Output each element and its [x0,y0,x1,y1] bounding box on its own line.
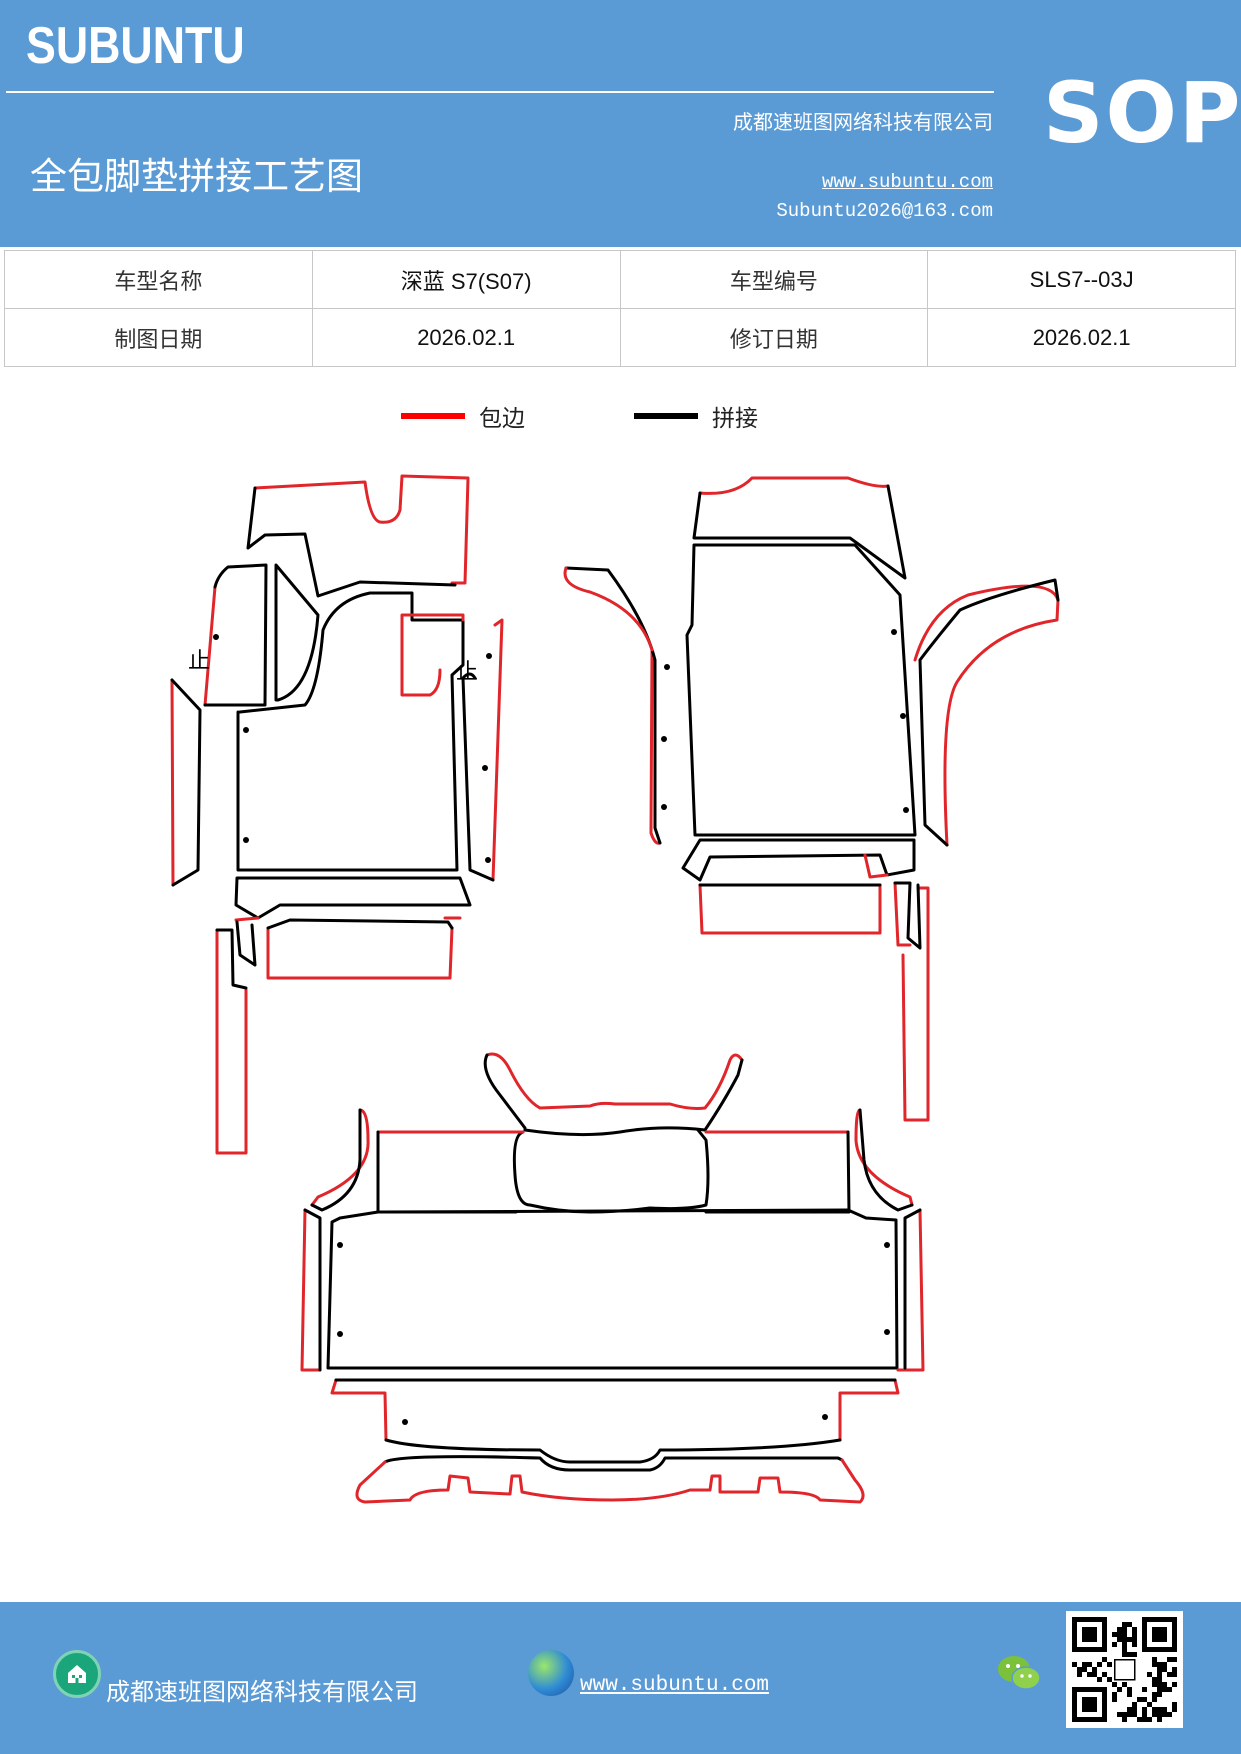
header-company: 成都速班图网络科技有限公司 [733,110,993,134]
brand-logo: SUBUNTU [26,17,245,75]
model-code-label: 车型编号 [619,250,929,309]
mat-piece [491,618,504,882]
mat-piece [215,928,248,1155]
legend-edging: 包边 [401,396,525,436]
qr-code[interactable] [1066,1611,1183,1728]
rivet-dot [485,857,491,863]
driver-mat-group: 止 止 [170,474,504,1155]
rivet-dot [337,1242,343,1248]
rivet-dot [486,653,492,659]
mat-piece [704,1108,914,1214]
sop-badge: SOP [1043,64,1241,162]
mat-piece [692,484,907,580]
company-icon [53,1650,101,1698]
edging-label: 包边 [479,406,525,432]
rivet-dot [243,727,249,733]
mat-piece [236,591,465,872]
mat-piece [330,1378,900,1442]
mat-piece [170,678,202,887]
footer-website-link[interactable]: www.subuntu.com [580,1674,770,1697]
rivet-dot [243,837,249,843]
info-table: 车型名称 深蓝 S7(S07) 车型编号 SLS7--03J 制图日期 2026… [4,250,1236,367]
floor-mat-diagram: 止 止 [170,474,1060,1504]
mat-piece [863,853,889,879]
table-row: 制图日期 2026.02.1 修订日期 2026.02.1 [4,308,1236,367]
mat-piece [483,1053,744,1137]
header-divider [6,91,994,93]
mat-piece [564,566,662,845]
table-row: 车型名称 深蓝 S7(S07) 车型编号 SLS7--03J [4,250,1236,309]
rivet-dot [402,1419,408,1425]
seam-swatch [634,413,698,419]
mat-piece [383,1455,844,1472]
legend-seam: 拼接 [634,396,758,436]
mat-piece [266,918,454,930]
rivet-dot [661,804,667,810]
mat-piece [854,1108,914,1207]
mat-piece [310,1108,518,1214]
rivet-dot [822,1414,828,1420]
rivet-dot [891,629,897,635]
seam-label: 拼接 [712,406,758,432]
model-code-value: SLS7--03J [927,250,1236,309]
rivet-dot [337,1331,343,1337]
mat-piece [893,881,930,1122]
rivet-dot [661,736,667,742]
rivet-dot [900,713,906,719]
mat-piece [563,566,654,652]
document-title: 全包脚垫拼接工艺图 [30,155,363,198]
mat-piece [170,678,175,887]
mat-piece [698,883,882,935]
mat-piece [685,543,917,837]
draw-date-label: 制图日期 [4,308,313,367]
mat-piece [246,486,457,598]
rivet-dot [482,765,488,771]
qr-code-graphic [1072,1617,1177,1722]
wechat-icon[interactable] [996,1652,1042,1694]
mat-piece [303,1208,922,1372]
mat-piece [203,585,217,707]
mat-piece [485,1052,744,1110]
mat-piece [681,838,916,882]
model-name-label: 车型名称 [4,250,313,309]
header-email: Subuntu2026@163.com [776,200,993,222]
edging-swatch [401,413,465,419]
rivet-dot [213,634,219,640]
mat-piece [355,1458,865,1504]
header-website-link[interactable]: www.subuntu.com [821,171,993,193]
mat-piece [215,920,257,990]
globe-icon [528,1650,574,1696]
mat-piece [512,1128,710,1214]
mat-piece [253,474,470,585]
passenger-mat-group [563,476,1060,1122]
mat-piece [893,881,922,950]
mat-piece [400,613,465,697]
stop-mark-right: 止 [456,660,478,685]
mat-piece [310,1108,850,1207]
rivet-dot [884,1242,890,1248]
mat-piece [326,1208,899,1370]
mat-piece [698,476,890,495]
mat-piece [461,672,495,882]
rivet-dot [884,1329,890,1335]
mat-piece [913,584,1060,847]
mat-piece [334,1378,897,1464]
rivet-dot [903,807,909,813]
mat-piece [300,1208,925,1372]
revise-date-label: 修订日期 [619,308,929,367]
page-header: SUBUNTU 全包脚垫拼接工艺图 成都速班图网络科技有限公司 www.subu… [0,0,1241,247]
mat-piece [234,916,462,922]
draw-date-value: 2026.02.1 [311,308,621,367]
mat-piece [274,563,320,702]
footer-company: 成都速班图网络科技有限公司 [106,1678,418,1706]
revise-date-value: 2026.02.1 [927,308,1236,367]
mat-piece [234,876,472,920]
mat-piece [203,563,268,707]
model-name-value: 深蓝 S7(S07) [311,250,621,309]
stop-mark-left: 止 [188,649,210,674]
mat-piece [918,578,1060,847]
rear-mat-group [300,1052,925,1504]
mat-piece [266,926,454,980]
rivet-dot [664,664,670,670]
